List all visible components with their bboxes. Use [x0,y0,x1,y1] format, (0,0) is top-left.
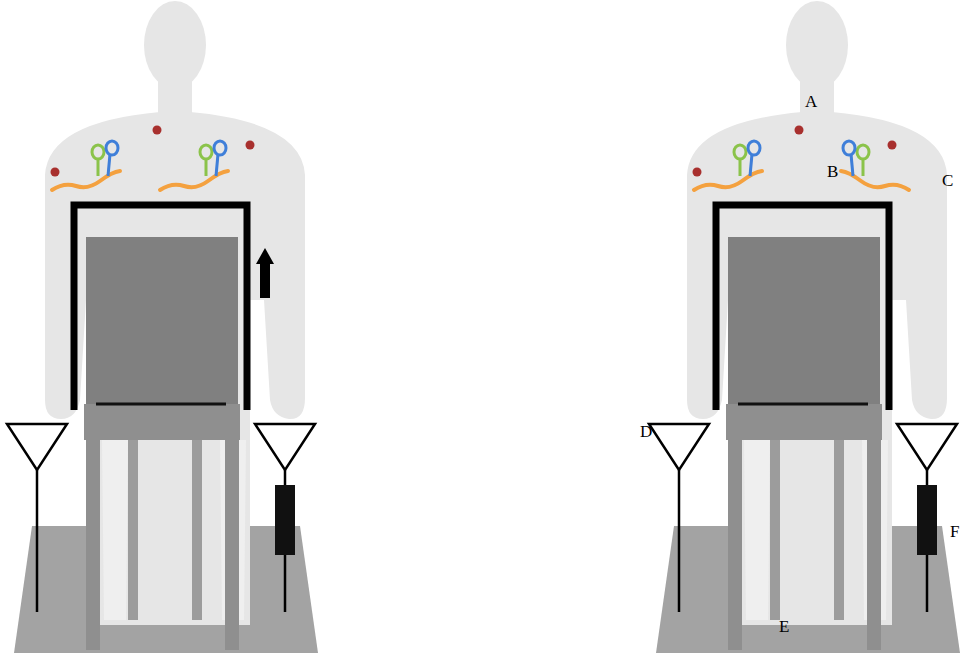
callout-letter: D [640,423,652,440]
callout-letter: F [950,523,959,540]
callout-letter: A [805,93,817,110]
callout-letter: E [779,618,789,635]
callout-letter: B [827,163,838,180]
callout-letter: C [942,172,953,189]
panel-right [649,1,960,653]
panel-left [7,1,318,653]
